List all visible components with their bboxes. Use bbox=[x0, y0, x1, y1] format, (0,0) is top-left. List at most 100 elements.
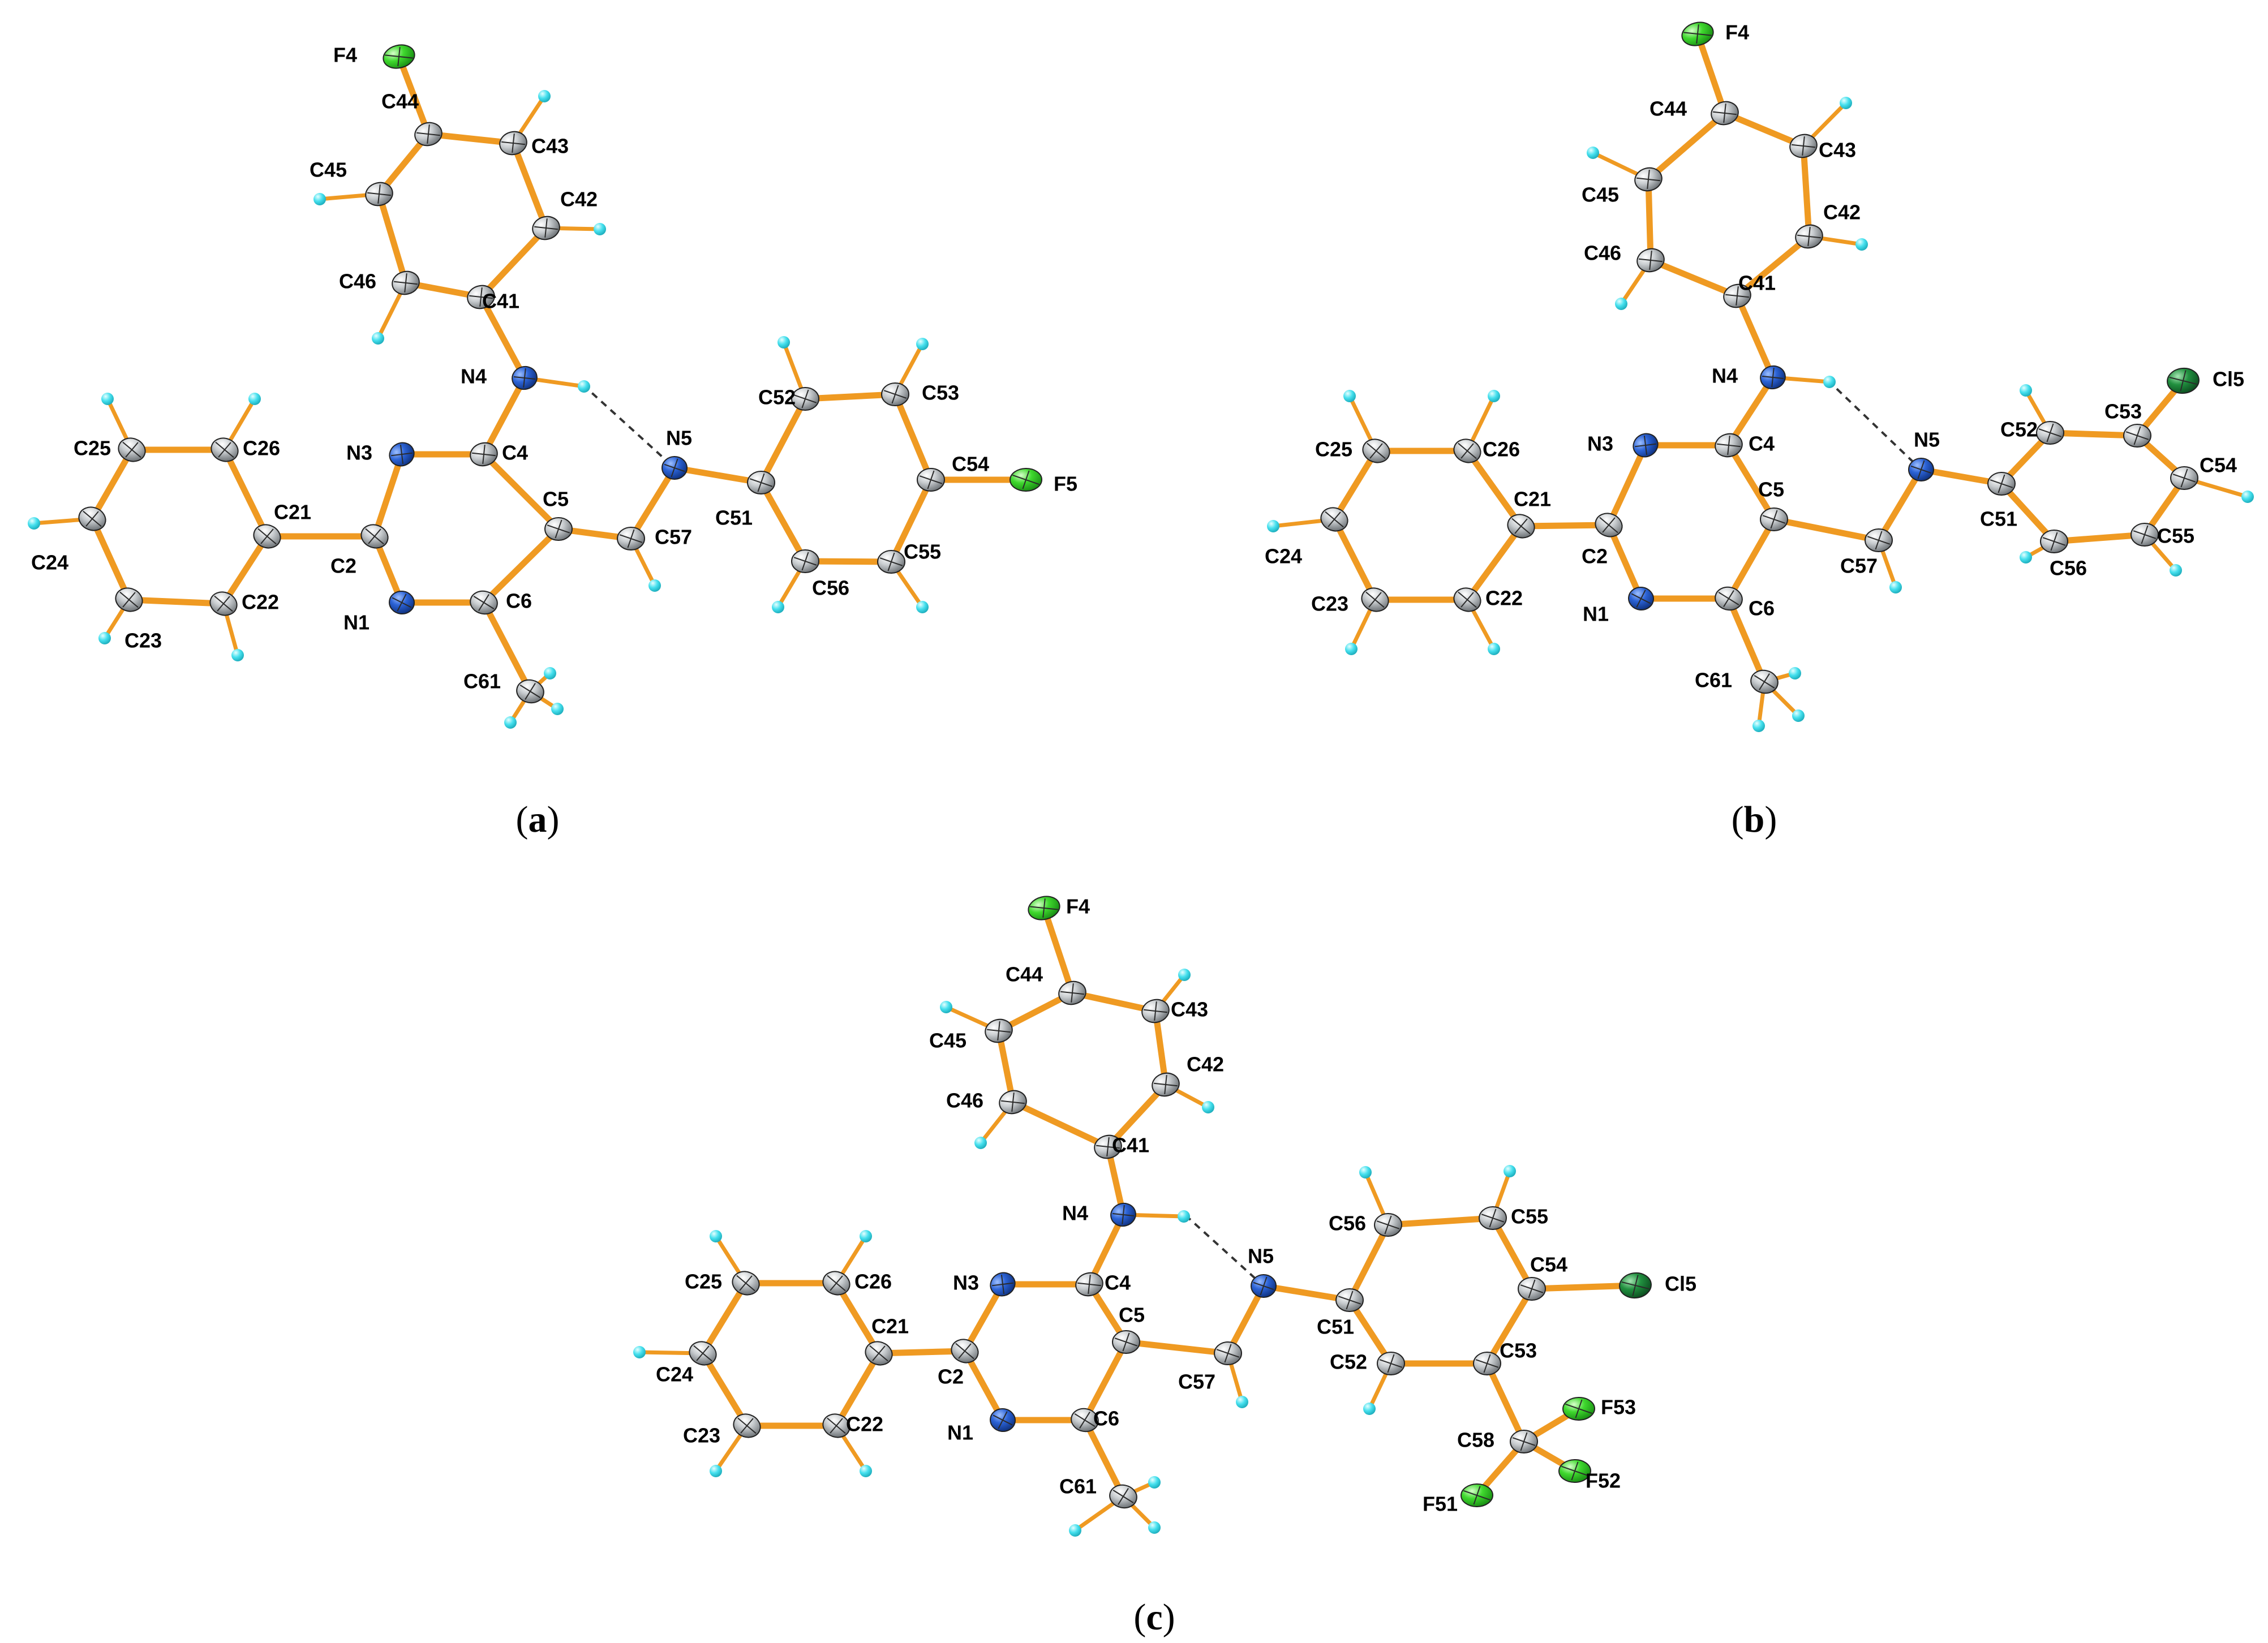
ellipsoid-axes bbox=[1754, 673, 1775, 690]
hydrogen-atom bbox=[594, 223, 606, 235]
hydrogen-atom bbox=[1488, 643, 1500, 655]
ellipsoid-axes bbox=[1367, 442, 1386, 459]
ellipsoid-axes bbox=[1379, 1354, 1403, 1373]
ellipsoid-axes bbox=[693, 1345, 712, 1362]
atom-N3: N3 bbox=[1587, 432, 1659, 458]
atom-N5: N5 bbox=[1908, 428, 1940, 482]
ellipsoid-axes bbox=[827, 1417, 846, 1434]
atom-C26: C26 bbox=[1453, 438, 1520, 463]
hydrogen-atom bbox=[231, 649, 244, 661]
atom-label-C22: C22 bbox=[846, 1413, 883, 1436]
ellipsoid-axes bbox=[1012, 470, 1040, 489]
atom-label-F4: F4 bbox=[333, 44, 357, 67]
atom-label-C45: C45 bbox=[1582, 183, 1619, 207]
bond-C24-C23 bbox=[699, 1350, 750, 1429]
hydrogen-atom bbox=[1359, 1166, 1372, 1179]
hydrogen-atom bbox=[1789, 667, 1801, 679]
atom-C24: C24 bbox=[656, 1341, 717, 1386]
bond-C21-C26 bbox=[833, 1280, 882, 1357]
atom-label-C2: C2 bbox=[1582, 545, 1608, 568]
ellipsoid-axes bbox=[1338, 1291, 1361, 1310]
hydrogen-atom bbox=[1855, 238, 1868, 251]
atom-label-C6: C6 bbox=[506, 590, 532, 613]
hydrogen-atom bbox=[633, 1346, 646, 1358]
hydrogen-atom bbox=[710, 1230, 722, 1242]
atom-C24: C24 bbox=[31, 506, 106, 574]
atom-label-C61: C61 bbox=[1695, 669, 1732, 692]
bond-C44-C43 bbox=[425, 131, 517, 147]
bond-C2-C21 bbox=[1518, 522, 1612, 530]
atom-label-C23: C23 bbox=[1311, 592, 1348, 616]
bond-C46-C45 bbox=[376, 191, 409, 286]
atom-label-C26: C26 bbox=[243, 437, 280, 460]
bond-C22-C21 bbox=[833, 1350, 882, 1429]
atom-label-F51: F51 bbox=[1423, 1493, 1458, 1516]
atom-C25: C25 bbox=[1315, 438, 1390, 463]
atom-C21: C21 bbox=[253, 501, 311, 549]
atom-C26: C26 bbox=[822, 1270, 892, 1296]
ellipsoid-axes bbox=[793, 552, 817, 571]
ellipsoid-axes bbox=[955, 1343, 974, 1360]
bond-C2-N1 bbox=[961, 1348, 1006, 1423]
hydrogen-atom bbox=[1148, 1476, 1161, 1489]
bond-C51-C56 bbox=[1346, 1222, 1391, 1304]
atom-C58: C58 bbox=[1457, 1429, 1538, 1454]
ellipsoid-axes bbox=[1030, 898, 1058, 918]
atom-C41: C41 bbox=[1723, 272, 1776, 308]
hydrogen-atom bbox=[544, 667, 556, 679]
atom-C5: C5 bbox=[1112, 1304, 1145, 1354]
bond-C44-C43 bbox=[1069, 990, 1159, 1014]
bond-C46-C45 bbox=[995, 1027, 1016, 1106]
atom-label-C53: C53 bbox=[922, 381, 959, 405]
ellipsoid-axes bbox=[827, 1275, 846, 1292]
atom-label-N3: N3 bbox=[346, 441, 372, 464]
ellipsoid-axes bbox=[473, 594, 495, 611]
atom-label-C6: C6 bbox=[1093, 1407, 1119, 1430]
atom-C54: C54 bbox=[917, 453, 989, 492]
atom-C42: C42 bbox=[1795, 201, 1861, 249]
atom-label-C5: C5 bbox=[1758, 478, 1784, 501]
atom-C22: C22 bbox=[1453, 587, 1523, 612]
atom-label-C53: C53 bbox=[2104, 400, 2142, 423]
atom-label-C52: C52 bbox=[2000, 418, 2038, 441]
atom-label-C22: C22 bbox=[242, 591, 279, 614]
ellipsoid-axes bbox=[1635, 436, 1656, 455]
hydrogen-atom bbox=[1615, 298, 1627, 310]
dashed-hydrogen-bond-line bbox=[1827, 379, 1922, 471]
ellipsoid-axes bbox=[472, 444, 496, 464]
ellipsoid-axes bbox=[394, 273, 418, 293]
bond-C6-C61 bbox=[1081, 1417, 1127, 1500]
atom-label-C54: C54 bbox=[952, 453, 989, 476]
ellipsoid-axes bbox=[1683, 24, 1712, 44]
atom-label-C46: C46 bbox=[1584, 242, 1621, 265]
atom-C23: C23 bbox=[683, 1413, 761, 1447]
ellipsoid-axes bbox=[1636, 169, 1660, 190]
hydrogen-atom bbox=[98, 632, 111, 644]
atom-C56: C56 bbox=[1329, 1212, 1402, 1237]
bond-C24-C23 bbox=[1331, 516, 1378, 603]
atom-label-C4: C4 bbox=[1749, 432, 1775, 455]
atom-label-N1: N1 bbox=[947, 1421, 973, 1444]
atom-label-N1: N1 bbox=[343, 611, 370, 634]
atom-C43: C43 bbox=[1141, 998, 1208, 1023]
hydrogen-atom bbox=[1504, 1165, 1516, 1177]
atom-label-C25: C25 bbox=[74, 437, 111, 460]
atom-C21: C21 bbox=[1507, 488, 1551, 539]
ellipsoid-axes bbox=[1074, 1412, 1096, 1429]
bond-C24-C23 bbox=[89, 515, 132, 603]
ellipsoid-axes bbox=[83, 510, 102, 527]
ellipsoid-axes bbox=[1144, 1001, 1167, 1021]
atom-C57: C57 bbox=[617, 526, 692, 551]
atom-N3: N3 bbox=[953, 1271, 1016, 1297]
atom-C25: C25 bbox=[74, 437, 146, 462]
atom-label-C44: C44 bbox=[1650, 97, 1687, 121]
atom-C2: C2 bbox=[1582, 513, 1623, 568]
atom-N4: N4 bbox=[461, 365, 538, 390]
bond-C55-C56 bbox=[2051, 531, 2148, 545]
atom-label-C24: C24 bbox=[1265, 545, 1302, 568]
ellipsoid-axes bbox=[1717, 435, 1741, 455]
hydrogen-atom bbox=[1178, 1210, 1190, 1223]
ellipsoid-axes bbox=[619, 529, 643, 548]
ellipsoid-axes bbox=[547, 519, 570, 539]
